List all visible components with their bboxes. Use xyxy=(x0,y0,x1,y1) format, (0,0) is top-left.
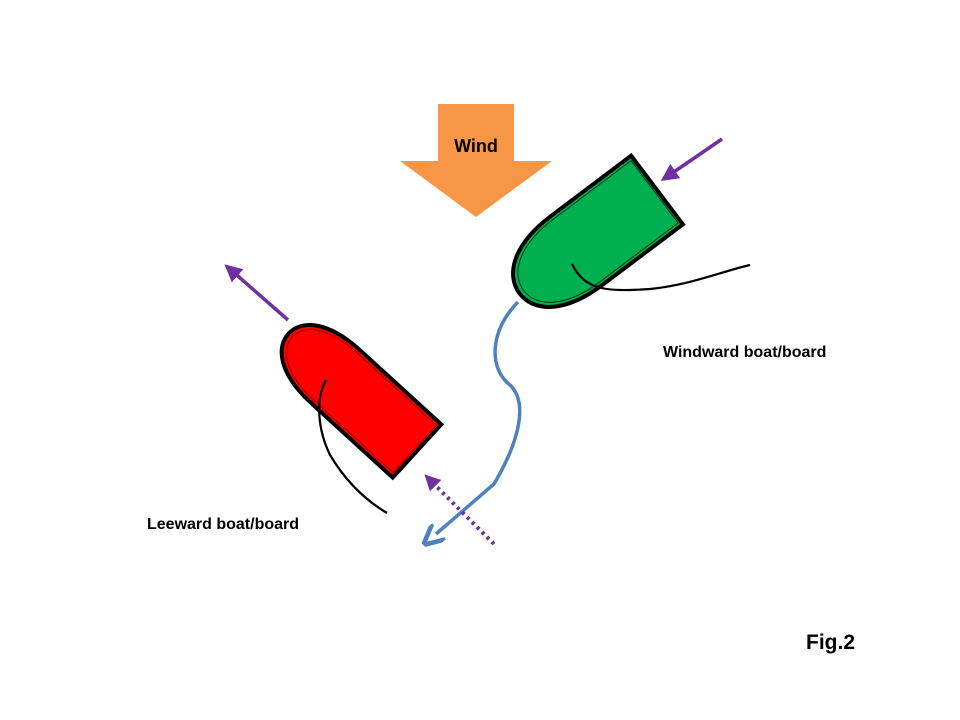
windward-boat-label: Windward boat/board xyxy=(663,344,827,361)
leeward-boat xyxy=(279,323,445,481)
leeward-boat-label: Leeward boat/board xyxy=(147,516,300,533)
leeward-sail-line xyxy=(318,379,388,514)
windward-heading-arrow xyxy=(660,137,723,181)
figure-label: Fig.2 xyxy=(806,631,856,654)
windward-path-arrow xyxy=(436,300,522,534)
wind-arrow: Wind xyxy=(400,104,552,217)
windward-boat xyxy=(511,152,686,309)
windward-sail-line xyxy=(571,263,751,292)
leeward-heading-arrow xyxy=(224,264,290,322)
dotted-direction-arrow xyxy=(424,474,496,546)
wind-label: Wind xyxy=(454,136,498,156)
